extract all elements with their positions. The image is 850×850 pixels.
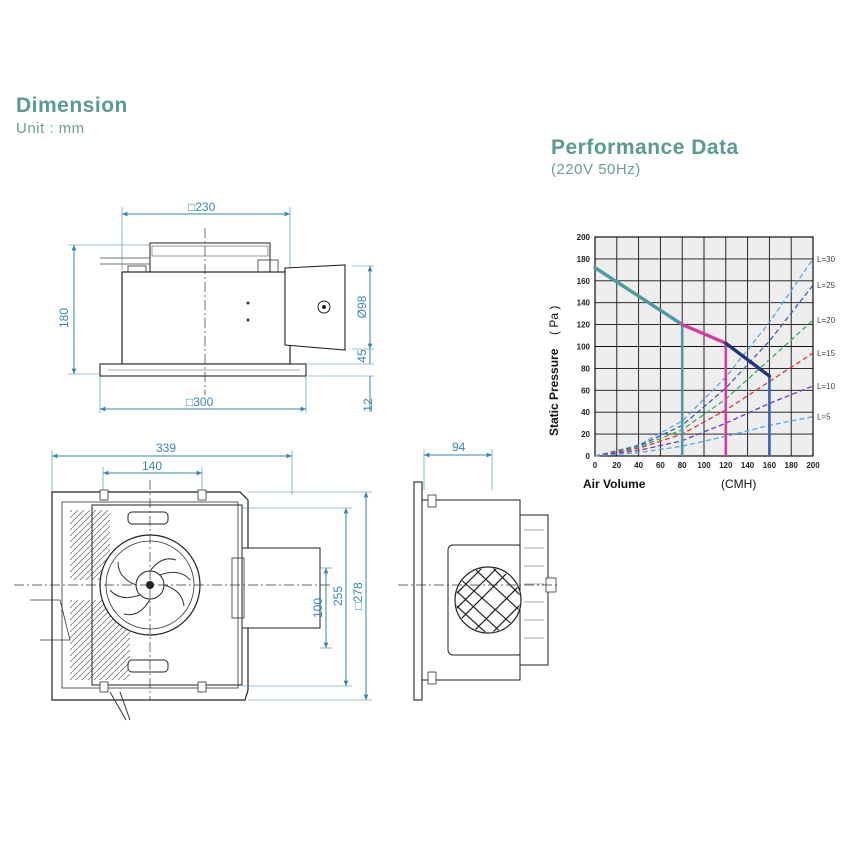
system-curve-l-30 xyxy=(594,258,814,457)
y-tick-label: 80 xyxy=(581,364,590,373)
x-tick-label: 180 xyxy=(785,461,799,470)
y-tick-label: 120 xyxy=(577,321,591,330)
x-tick-label: 40 xyxy=(634,461,643,470)
y-tick-label: 140 xyxy=(577,299,591,308)
y-axis-label: Static Pressure xyxy=(547,348,561,436)
dimension-unit: Unit : mm xyxy=(16,120,85,137)
system-curve-label: L=15 xyxy=(817,349,836,358)
performance-chart: 0 20 40 60 80 100 120 140 160 180 200 0 20 40 60 80 100 1… xyxy=(547,233,836,491)
y-tick-label: 60 xyxy=(581,386,590,395)
front-view-drawing: 339 140 xyxy=(14,441,372,721)
dim-front-h3: □278 xyxy=(351,582,365,610)
dim-bottom-width: □300 xyxy=(186,395,214,409)
system-curve-label: L=10 xyxy=(817,382,836,391)
y-axis-unit: ( Pa ) xyxy=(547,306,561,335)
system-curve-label: L=30 xyxy=(817,255,836,264)
y-tick-label: 200 xyxy=(577,233,591,242)
y-tick-label: 40 xyxy=(581,408,590,417)
y-tick-label: 160 xyxy=(577,277,591,286)
x-tick-label: 60 xyxy=(656,461,665,470)
dim-front-inner: 140 xyxy=(142,459,162,473)
system-curve-l-5 xyxy=(594,415,814,457)
x-axis-label: Air Volume xyxy=(583,477,646,491)
y-tick-label: 100 xyxy=(577,343,591,352)
fan-curve-segment xyxy=(680,322,728,345)
dim-front-width: 339 xyxy=(156,441,176,455)
dimension-title: Dimension xyxy=(16,94,128,117)
x-tick-label: 0 xyxy=(593,461,598,470)
dim-top-width: □230 xyxy=(188,200,216,214)
fan-curve-segment xyxy=(724,341,772,378)
system-curve-label: L=25 xyxy=(817,281,836,290)
performance-title: Performance Data xyxy=(551,136,739,159)
system-curve-l-15 xyxy=(594,352,814,457)
x-tick-label: 20 xyxy=(612,461,621,470)
system-curve-l-20 xyxy=(594,319,814,457)
x-tick-label: 200 xyxy=(806,461,820,470)
performance-subtitle: (220V 50Hz) xyxy=(551,161,641,178)
y-tick-label: 0 xyxy=(586,452,591,461)
x-tick-label: 140 xyxy=(741,461,755,470)
fan-curve-segment xyxy=(593,265,684,327)
side-view-drawing: 94 xyxy=(398,440,560,701)
x-tick-label: 160 xyxy=(763,461,777,470)
system-curve-l-10 xyxy=(594,385,814,457)
dim-duct-dia: Ø98 xyxy=(355,295,369,318)
system-curve-label: L=5 xyxy=(817,413,831,422)
dim-front-h2: 255 xyxy=(331,586,345,606)
dim-flange: 12 xyxy=(361,398,375,412)
y-tick-label: 20 xyxy=(581,430,590,439)
x-tick-label: 80 xyxy=(678,461,687,470)
dim-height: 180 xyxy=(57,308,71,328)
x-axis-unit: (CMH) xyxy=(721,477,756,491)
dim-side-depth: 94 xyxy=(452,440,466,454)
system-curve-l-25 xyxy=(594,284,814,457)
dim-front-h1: 100 xyxy=(311,598,325,618)
system-curve-label: L=20 xyxy=(817,316,836,325)
top-view-drawing: □230 180 Ø98 45 12 xyxy=(57,200,375,413)
x-tick-label: 120 xyxy=(719,461,733,470)
dim-duct-offset: 45 xyxy=(355,349,369,363)
y-tick-label: 180 xyxy=(577,255,591,264)
x-tick-label: 100 xyxy=(697,461,711,470)
